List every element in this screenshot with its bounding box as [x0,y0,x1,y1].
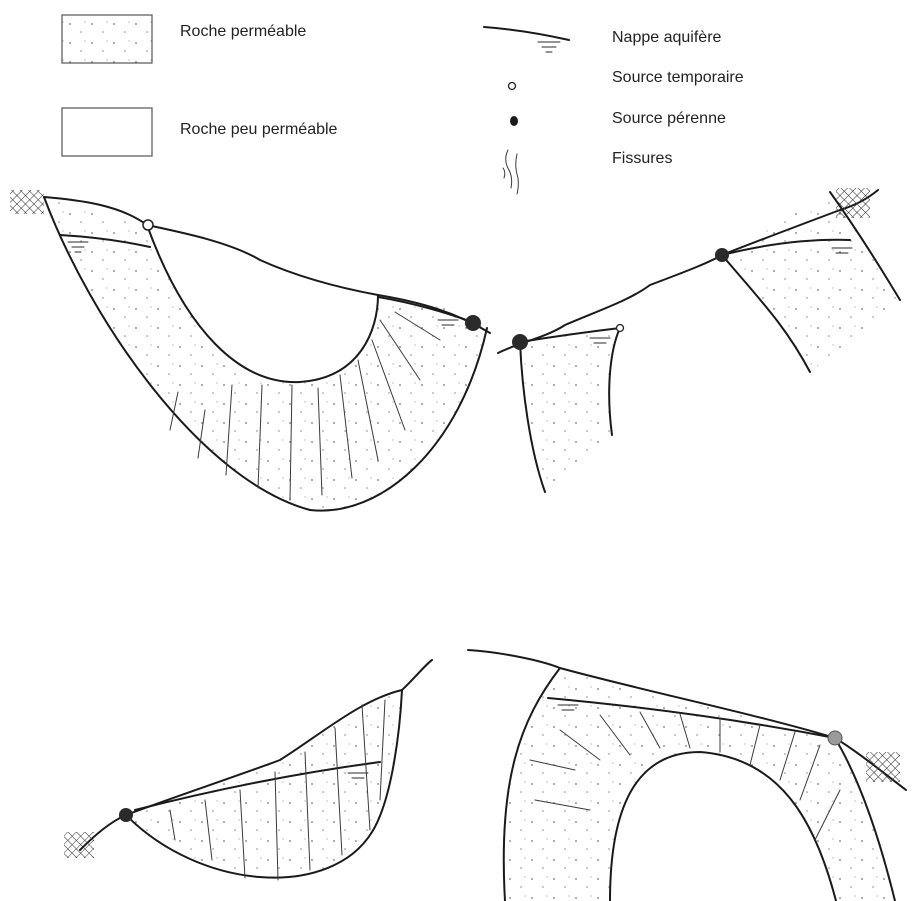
legend-label-temporary-spring: Source temporaire [612,68,744,88]
perennial-spring-marker [512,334,528,350]
syncline-top-left [10,190,490,511]
anticline-bottom-right [468,650,906,901]
legend-label-permeable-rock: Roche perméable [180,22,306,42]
syncline-bottom-left [64,660,432,880]
temporary-spring-marker [143,220,153,230]
fissures-icon [503,150,518,194]
hatch-ground-icon [836,188,870,218]
hatch-ground-icon [866,752,900,782]
gray-spring-marker [828,731,842,745]
temporary-spring-icon [509,83,516,90]
hatch-ground-icon [64,832,94,858]
tilted-layer-top-right [498,188,900,492]
legend-label-low-permeability-rock: Roche peu perméable [180,120,337,140]
perennial-spring-marker [715,248,729,262]
perennial-spring-icon [510,116,518,126]
legend-label-perennial-spring: Source pérenne [612,109,726,129]
legend-label-fissures: Fissures [612,149,672,169]
low-permeability-rock-swatch [62,108,152,156]
permeable-rock-swatch [62,15,152,63]
perennial-spring-marker [119,808,133,822]
legend-label-water-table: Nappe aquifère [612,28,721,48]
perennial-spring-marker [465,315,481,331]
legend [62,15,569,194]
temporary-spring-marker [617,325,624,332]
hatch-ground-icon [10,190,44,214]
water-table-icon [484,27,569,52]
